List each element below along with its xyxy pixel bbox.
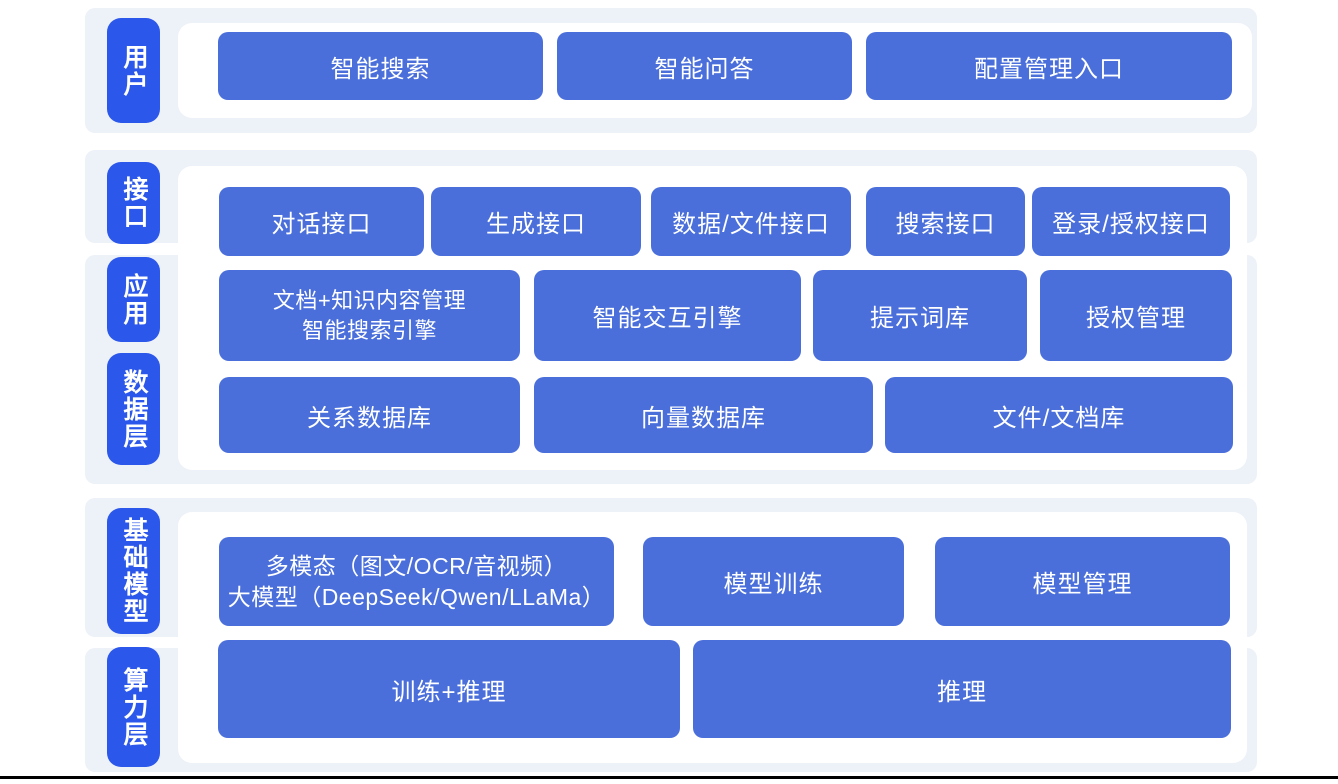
box-multimodal-llm: 多模态（图文/OCR/音视频） 大模型（DeepSeek/Qwen/LLaMa） <box>219 537 614 626</box>
box-vector-db: 向量数据库 <box>534 377 873 453</box>
box-smart-search: 智能搜索 <box>218 32 543 100</box>
layer-label-foundation-text: 基础模型 <box>120 517 148 625</box>
box-multimodal-line1: 多模态（图文/OCR/音视频） <box>265 553 568 580</box>
box-model-management: 模型管理 <box>935 537 1230 626</box>
box-prompt-library: 提示词库 <box>813 270 1027 361</box>
box-config-entry: 配置管理入口 <box>866 32 1232 100</box>
box-doc-knowledge-line1: 文档+知识内容管理 <box>272 288 467 314</box>
box-dialog-api: 对话接口 <box>219 187 424 256</box>
box-model-training: 模型训练 <box>643 537 904 626</box>
bottom-divider-line <box>0 776 1338 779</box>
box-multimodal-line2: 大模型（DeepSeek/Qwen/LLaMa） <box>227 583 606 610</box>
layer-label-interface: 接口 <box>107 162 160 244</box>
layer-label-user-text: 用户 <box>120 43 148 98</box>
box-doc-knowledge-line2: 智能搜索引擎 <box>301 317 437 343</box>
box-relational-db: 关系数据库 <box>219 377 520 453</box>
box-auth-management: 授权管理 <box>1040 270 1232 361</box>
layer-label-compute: 算力层 <box>107 647 160 767</box>
layer-label-compute-text: 算力层 <box>120 666 148 748</box>
box-training-inference: 训练+推理 <box>218 640 680 738</box>
layer-label-user: 用户 <box>107 18 160 123</box>
box-doc-knowledge-search-engine: 文档+知识内容管理 智能搜索引擎 <box>219 270 520 361</box>
layer-label-application-text: 应用 <box>120 272 148 327</box>
box-generation-api: 生成接口 <box>431 187 641 256</box>
layer-label-foundation: 基础模型 <box>107 508 160 634</box>
layer-label-interface-text: 接口 <box>120 176 148 230</box>
box-search-api: 搜索接口 <box>866 187 1025 256</box>
layer-label-data: 数据层 <box>107 353 160 465</box>
box-login-auth-api: 登录/授权接口 <box>1032 187 1230 256</box>
box-smart-qa: 智能问答 <box>557 32 852 100</box>
box-file-doc-store: 文件/文档库 <box>885 377 1233 453</box>
layer-label-application: 应用 <box>107 257 160 342</box>
box-interaction-engine: 智能交互引擎 <box>534 270 801 361</box>
box-data-file-api: 数据/文件接口 <box>651 187 851 256</box>
box-inference: 推理 <box>693 640 1231 738</box>
layer-label-data-text: 数据层 <box>120 368 148 450</box>
